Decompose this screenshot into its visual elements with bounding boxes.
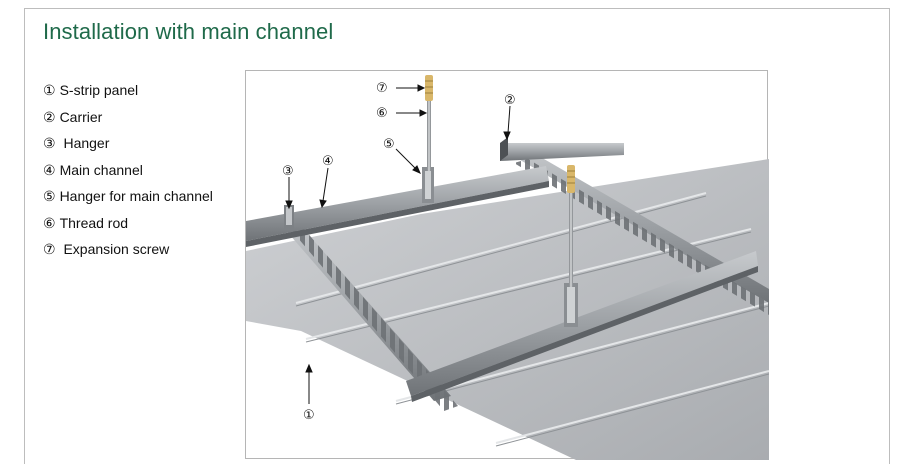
legend-label: Hanger for main channel — [59, 188, 213, 204]
callout-expansion-screw: ⑦ — [376, 81, 388, 96]
legend-label: Hanger — [59, 135, 110, 151]
callout-hanger: ③ — [282, 164, 294, 179]
legend-item-expansion-screw: ⑦ Expansion screw — [43, 239, 213, 266]
carrier-far — [500, 137, 624, 161]
thread-rod-top — [427, 99, 431, 171]
callout-labels: ⑦ ⑥ ⑤ ④ ③ ② ① — [282, 81, 516, 423]
legend-number: ⑤ — [43, 188, 56, 204]
legend-number: ③ — [43, 135, 56, 151]
callout-carrier: ② — [504, 93, 516, 108]
legend-label: Expansion screw — [59, 241, 170, 257]
thread-rod-right — [569, 191, 573, 287]
hanger-middle — [422, 167, 434, 203]
page-frame — [24, 8, 890, 464]
legend-number: ④ — [43, 161, 56, 178]
installation-illustration: ⑦ ⑥ ⑤ ④ ③ ② ① — [245, 70, 769, 460]
expansion-screw-right — [567, 165, 575, 193]
callout-s-strip-panel: ① — [303, 408, 315, 423]
callout-main-channel: ④ — [322, 154, 334, 169]
callout-thread-rod: ⑥ — [376, 106, 388, 121]
main-channel-bottom — [406, 251, 758, 402]
legend-number: ⑥ — [43, 214, 56, 231]
legend-number: ① — [43, 82, 56, 98]
legend-number: ② — [43, 108, 56, 125]
page-title: Installation with main channel — [43, 19, 334, 44]
main-channel-top — [246, 166, 549, 247]
legend-label: S-strip panel — [59, 82, 139, 98]
callout-leaders — [285, 84, 511, 404]
expansion-screw-top — [425, 75, 433, 101]
callout-hanger-for-main-channel: ⑤ — [383, 137, 395, 152]
legend-label: Main channel — [59, 161, 143, 178]
ceiling-system-drawing: ⑦ ⑥ ⑤ ④ ③ ② ① — [246, 75, 769, 460]
legend-label: Thread rod — [59, 214, 129, 231]
hanger-right — [564, 283, 578, 327]
legend-item-hanger: ③ Hanger — [43, 133, 213, 160]
legend-number: ⑦ — [43, 241, 56, 257]
hanger-left — [284, 205, 294, 229]
legend-label: Carrier — [59, 108, 103, 125]
